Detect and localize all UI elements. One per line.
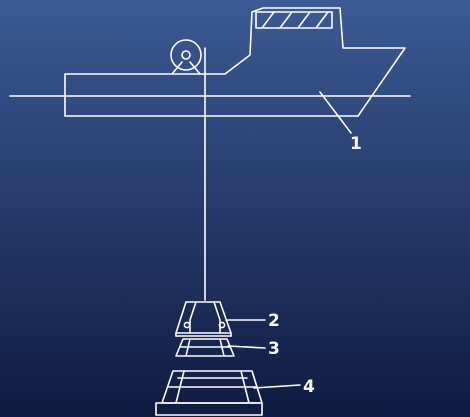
- vessel: [64, 7, 406, 117]
- leader-1: [319, 91, 352, 134]
- wheelhouse-windows: [255, 11, 333, 29]
- vessel-hull: [64, 7, 406, 117]
- upper-frame: [175, 301, 232, 337]
- winch-icon: [170, 39, 202, 75]
- middle-frame: [175, 338, 235, 357]
- callout-label-3: 3: [268, 339, 280, 359]
- callout-label-2: 2: [268, 311, 280, 331]
- leader-4: [253, 384, 301, 389]
- base-frame: [155, 370, 263, 416]
- callout-label-1: 1: [350, 134, 362, 154]
- callout-label-4: 4: [303, 377, 315, 397]
- leader-3: [227, 345, 266, 349]
